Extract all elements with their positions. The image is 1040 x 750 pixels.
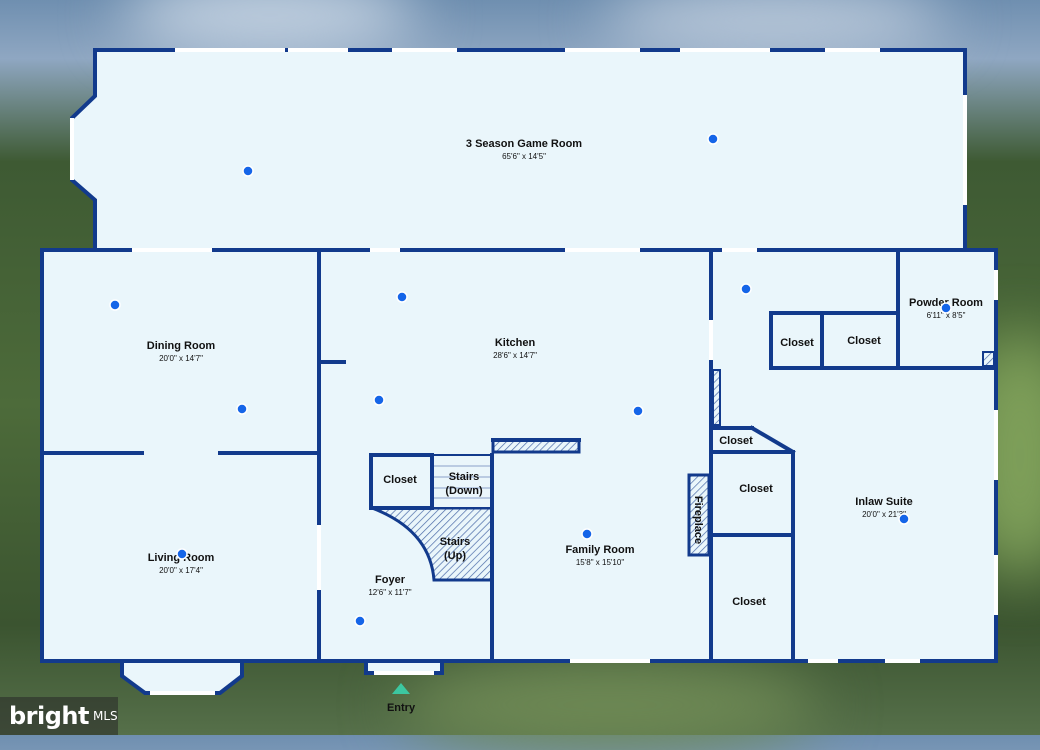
kitchen-name: Kitchen (495, 337, 536, 349)
windows (70, 48, 998, 695)
closet-label: Closet (847, 335, 881, 347)
hotspot-dot[interactable] (236, 403, 248, 415)
entry-floor (366, 661, 442, 673)
closet-label: Closet (732, 596, 766, 608)
kitchen-dim: 28'6" x 14'7" (493, 351, 537, 360)
closet-label: Closet (719, 435, 753, 447)
main-floor (42, 250, 996, 661)
stairs-up-sub: (Up) (444, 550, 466, 562)
family-room-name: Family Room (565, 544, 634, 556)
hotspot-dot[interactable] (581, 528, 593, 540)
entry-label: Entry (387, 702, 416, 714)
bay-window-floor (122, 661, 242, 693)
dining-room-name: Dining Room (147, 340, 216, 352)
room-labels: 3 Season Game Room 65'6" x 14'5" Dining … (147, 138, 983, 714)
stairs-down-label: Stairs (449, 471, 480, 483)
closet-label: Closet (780, 337, 814, 349)
logo-suffix: MLS (92, 709, 118, 723)
stairs-down-sub: (Down) (445, 485, 483, 497)
hotspot-dot[interactable] (396, 291, 408, 303)
sky-cloud (600, 0, 950, 50)
game-room-name: 3 Season Game Room (466, 138, 582, 150)
hotspot-dot[interactable] (176, 548, 188, 560)
stairs-down (431, 454, 493, 509)
hotspot-dot[interactable] (940, 302, 952, 314)
hotspot-dot[interactable] (707, 133, 719, 145)
floor-fills (42, 50, 996, 693)
logo-brand: bright (9, 702, 89, 730)
hotspot-dot[interactable] (898, 513, 910, 525)
closet-label: Closet (739, 483, 773, 495)
stairs-up (371, 506, 494, 582)
stair-treads (434, 465, 490, 499)
photo-hotspots[interactable] (109, 133, 952, 627)
fireplace-label: Fireplace (692, 496, 704, 544)
closet-label: Closet (383, 474, 417, 486)
hotspot-dot[interactable] (242, 165, 254, 177)
hotspot-dot[interactable] (632, 405, 644, 417)
foyer-dim: 12'6" x 11'7" (368, 588, 411, 597)
hotspot-dot[interactable] (373, 394, 385, 406)
wall-hatch (712, 369, 721, 426)
foyer-name: Foyer (375, 574, 406, 586)
bright-mls-logo: bright MLS (0, 697, 118, 735)
hotspot-dot[interactable] (740, 283, 752, 295)
game-room-outline (70, 48, 967, 252)
family-room-dim: 15'8" x 15'10" (576, 558, 624, 567)
entry-marker-icon[interactable] (392, 683, 410, 694)
hotspot-dot[interactable] (109, 299, 121, 311)
game-room-dim: 65'6" x 14'5" (502, 152, 546, 161)
hotspot-dot[interactable] (354, 615, 366, 627)
inlaw-suite-name: Inlaw Suite (855, 496, 912, 508)
powder-room-dim: 6'11" x 8'5" (927, 311, 966, 320)
stairs-up-label: Stairs (440, 536, 471, 548)
living-room-dim: 20'0" x 17'4" (159, 566, 203, 575)
game-room-floor (72, 50, 965, 250)
inlaw-suite-dim: 20'0" x 21'3" (862, 510, 906, 519)
dining-room-dim: 20'0" x 14'7" (159, 354, 203, 363)
vent (982, 351, 995, 367)
